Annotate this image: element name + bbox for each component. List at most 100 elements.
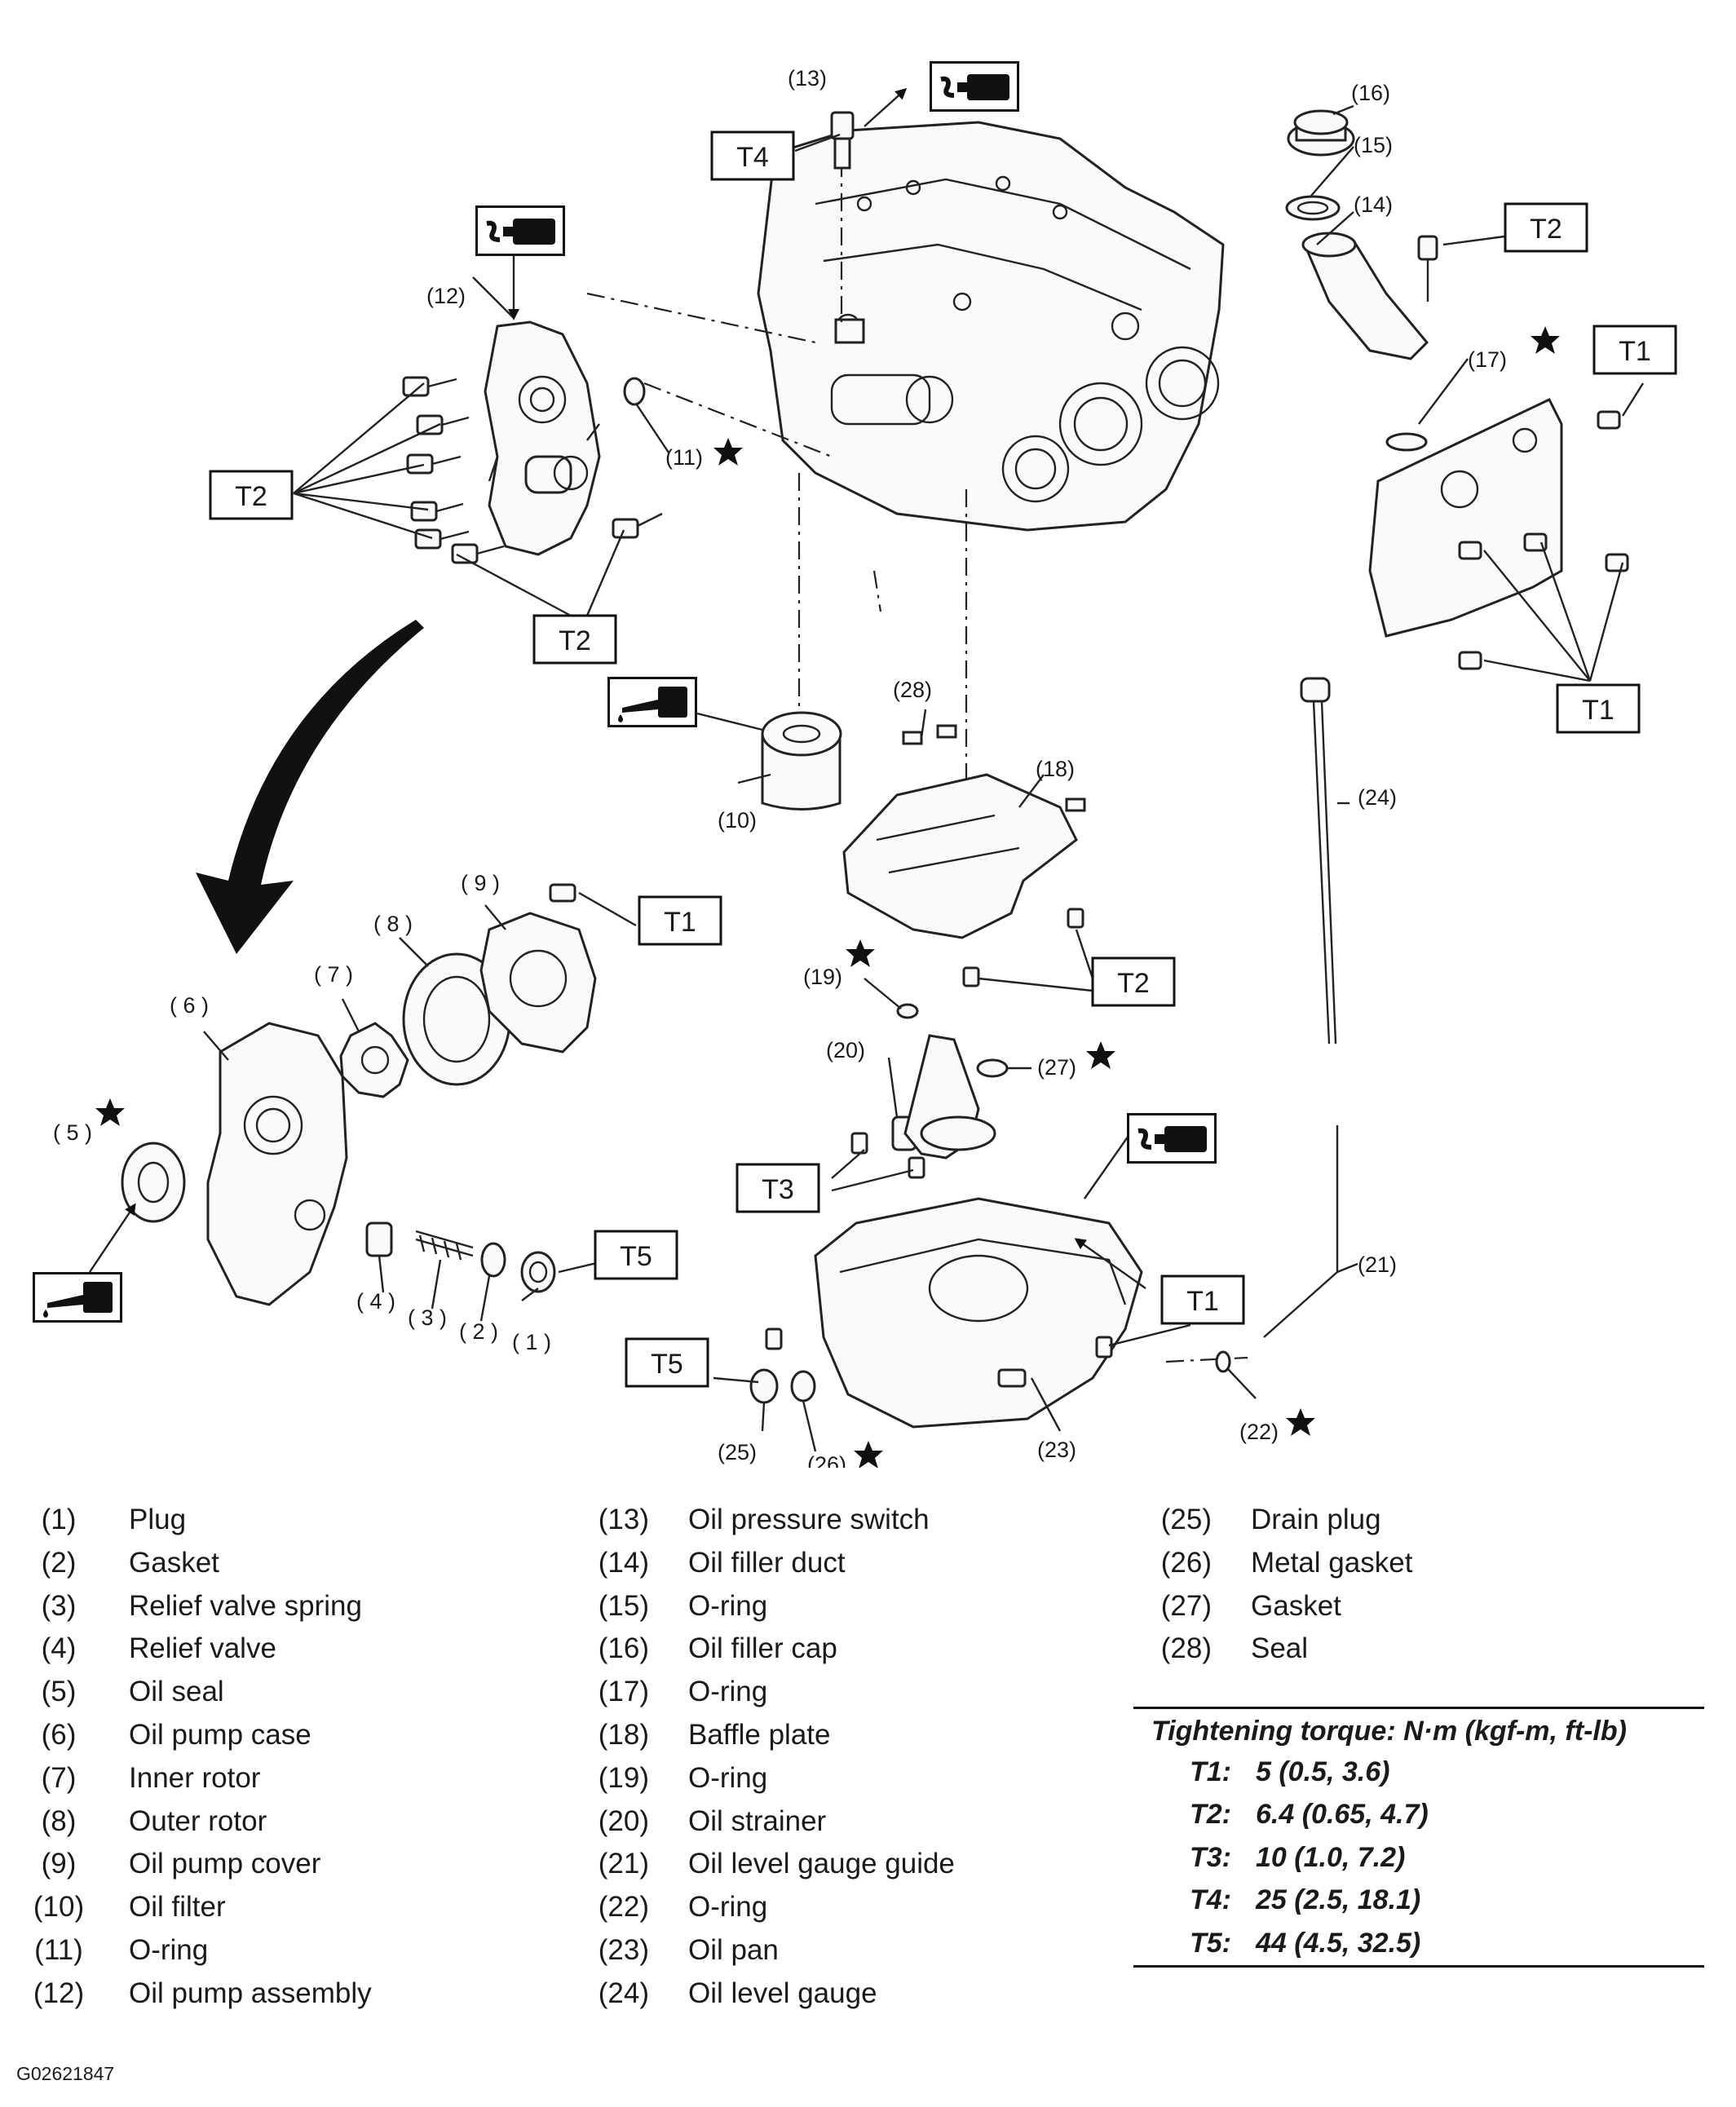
- star-icon: [713, 438, 743, 466]
- legend-item: (25) Drain plug: [1142, 1499, 1412, 1542]
- legend-column-3: (25)Drain plug(26)Metal gasket(27)Gasket…: [1142, 1499, 1413, 1671]
- star-icon: [1086, 1041, 1115, 1069]
- callout-1: ( 1 ): [512, 1330, 551, 1354]
- oil-icon: [607, 677, 697, 727]
- legend-item: (11)O-ring: [16, 1929, 372, 1972]
- torque-box-t1-cover: T1: [1619, 336, 1651, 367]
- torque-row: T1: 5 (0.5, 3.6): [1133, 1751, 1704, 1794]
- callout-8: ( 8 ): [373, 912, 413, 936]
- callout-21: (21): [1358, 1252, 1397, 1277]
- relief-valve-parts-drawing: [365, 1221, 556, 1293]
- torque-value: 5 (0.5, 3.6): [1256, 1756, 1390, 1787]
- o-ring-19-drawing: [896, 1003, 919, 1019]
- legend-item-name: Oil level gauge: [688, 1977, 877, 2009]
- legend-item: (28)Seal: [1142, 1628, 1412, 1671]
- legend-item: (18)Baffle plate: [579, 1714, 955, 1757]
- callout-26: (26): [807, 1452, 846, 1468]
- legend-item-name: Drain plug: [1251, 1504, 1381, 1535]
- metal-gasket-drawing: [790, 1370, 816, 1402]
- callout-labels: (13) (16) (15) (14) (17) (12) (11) (28) …: [53, 66, 1507, 1468]
- callout-9: ( 9 ): [461, 871, 500, 895]
- legend-item-number: (9): [41, 1848, 77, 1880]
- sealant-icon: [931, 63, 1018, 111]
- legend-item-number: (2): [41, 1546, 77, 1579]
- legend-item-name: O-ring: [688, 1676, 768, 1708]
- legend-item-number: (16): [598, 1632, 649, 1665]
- legend-item-number: (7): [41, 1761, 77, 1794]
- legend-item: (7)Inner rotor: [16, 1757, 372, 1800]
- legend-item-number: (13): [598, 1504, 649, 1535]
- legend-item-number: (14): [598, 1546, 649, 1579]
- oil-pump-assembly-drawing: [484, 320, 601, 556]
- star-icon: [854, 1441, 883, 1468]
- baffle-bolt-a: [1067, 908, 1084, 929]
- oil-pressure-switch-drawing: [830, 111, 855, 170]
- legend-item-number: (21): [598, 1848, 649, 1880]
- oil-level-gauge-drawing: [1300, 677, 1337, 1045]
- torque-box-t1-pump-cover: T1: [664, 907, 696, 938]
- callout-15: (15): [1354, 133, 1393, 157]
- legend-item: (22)O-ring: [579, 1886, 955, 1929]
- callout-3: ( 3 ): [408, 1305, 447, 1330]
- legend-item-number: (3): [41, 1589, 77, 1622]
- torque-key: T4:: [1190, 1884, 1231, 1916]
- legend-item-name: Plug: [129, 1504, 187, 1535]
- legend-item-name: O-ring: [688, 1589, 768, 1622]
- legend-item: (26)Metal gasket: [1142, 1542, 1413, 1585]
- star-icon: [1286, 1408, 1315, 1436]
- torque-key: T3:: [1190, 1841, 1231, 1873]
- legend-item: (19)O-ring: [579, 1757, 955, 1800]
- oil-seal-drawing: [121, 1142, 186, 1223]
- torque-box-t3: T3: [762, 1174, 794, 1205]
- legend-item: (13)Oil pressure switch: [579, 1499, 955, 1542]
- legend-item: (1) Plug: [16, 1499, 372, 1542]
- baffle-bolt-b: [962, 966, 980, 987]
- legend-item-number: (4): [41, 1632, 77, 1665]
- legend-item: (12)Oil pump assembly: [16, 1972, 372, 2016]
- legend-item: (3) Relief valve spring: [16, 1585, 372, 1628]
- oil-icon: [33, 1272, 122, 1323]
- star-icon: [846, 939, 875, 967]
- legend-item: (16)Oil filler cap: [579, 1628, 955, 1671]
- legend-item-number: (1): [41, 1504, 77, 1535]
- cover-bolts: [1458, 410, 1629, 670]
- legend-item-name: Relief valve: [129, 1632, 276, 1665]
- legend-item-number: (19): [598, 1761, 649, 1794]
- legend-item: (9)Oil pump cover: [16, 1843, 372, 1886]
- torque-box-t5-plug: T5: [620, 1241, 652, 1272]
- pan-bolt-a: [765, 1327, 783, 1350]
- legend-item: (14)Oil filler duct: [579, 1542, 955, 1585]
- tightening-torque-table: Tightening torque: N·m (kgf-m, ft-lb) T1…: [1133, 1707, 1704, 1968]
- legend-item-number: (22): [598, 1891, 649, 1924]
- callout-22: (22): [1239, 1420, 1279, 1444]
- legend-item-name: O-ring: [129, 1933, 209, 1966]
- legend-item: (23)Oil pan: [579, 1929, 955, 1972]
- legend-item-number: (27): [1160, 1589, 1212, 1622]
- legend-item-number: (5): [41, 1676, 77, 1708]
- torque-box-t1-cover-lower: T1: [1582, 695, 1615, 726]
- torque-key: T2:: [1190, 1799, 1231, 1831]
- legend-item-name: Relief valve spring: [129, 1589, 362, 1622]
- callout-4: ( 4 ): [356, 1289, 395, 1314]
- callout-28: (28): [893, 678, 932, 702]
- legend-item: (5)Oil seal: [16, 1671, 372, 1714]
- legend-item: (8)Outer rotor: [16, 1800, 372, 1844]
- legend-item-number: (25): [1160, 1504, 1212, 1535]
- callout-7: ( 7 ): [314, 962, 353, 987]
- strainer-bolt-b: [908, 1156, 925, 1179]
- callout-5: ( 5 ): [53, 1120, 92, 1145]
- torque-key: T1:: [1190, 1756, 1231, 1787]
- torque-value: 6.4 (0.65, 4.7): [1256, 1799, 1429, 1831]
- oil-strainer-drawing: [891, 1034, 996, 1160]
- legend-column-1: (1) Plug (2)Gasket (3) Relief valve spring (4…: [16, 1499, 372, 2016]
- legend-item: (20)Oil strainer: [579, 1800, 955, 1844]
- legend-item-name: Oil pump case: [129, 1718, 311, 1751]
- oil-pan-drawing: [814, 1197, 1143, 1429]
- sealant-icon: [477, 207, 564, 255]
- legend-item: (2)Gasket: [16, 1542, 372, 1585]
- legend-item: (24)Oil level gauge: [579, 1972, 955, 2016]
- direction-arrow: [196, 620, 424, 954]
- o-ring-11-drawing: [623, 377, 646, 406]
- torque-table-title: Tightening torque: N·m (kgf-m, ft-lb): [1151, 1716, 1627, 1747]
- legend-item-name: Metal gasket: [1251, 1546, 1413, 1579]
